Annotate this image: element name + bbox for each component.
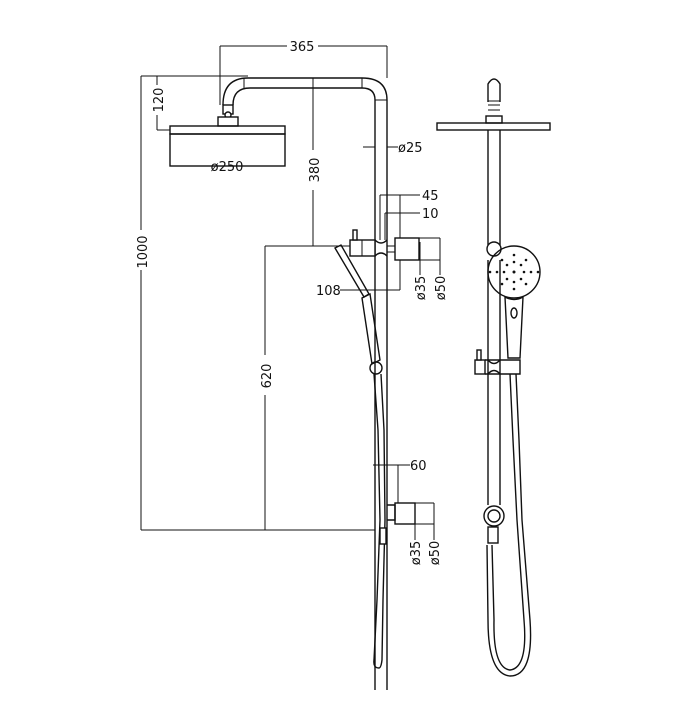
label-365: 365 <box>290 40 315 55</box>
label-1000: 1000 <box>136 235 151 268</box>
label-10: 10 <box>422 207 439 222</box>
label-upper-50: ø50 <box>434 276 449 301</box>
handshower-front <box>487 245 541 359</box>
wall-outlet-front <box>483 505 505 544</box>
rail-front <box>487 130 501 505</box>
label-25: ø25 <box>398 141 423 156</box>
overhead-head-front <box>436 122 551 131</box>
hose-front <box>486 373 532 677</box>
dimension-upper-35-50: ø35 ø50 <box>414 237 449 301</box>
side-view: 365 1000 120 ø250 380 <box>136 40 449 690</box>
label-45: 45 <box>422 189 439 204</box>
holder-ring <box>486 241 502 257</box>
shower-arm <box>217 77 388 127</box>
dimension-250: ø250 <box>170 160 285 175</box>
dimension-108: 108 <box>316 260 401 299</box>
dimension-620: 620 <box>260 245 350 530</box>
label-250: ø250 <box>211 160 244 175</box>
label-60: 60 <box>410 459 427 474</box>
upper-slide-bracket <box>349 229 420 261</box>
label-120: 120 <box>152 88 167 113</box>
arm-end-front <box>485 78 503 124</box>
label-lower-35: ø35 <box>409 541 424 566</box>
dimension-365: 365 <box>219 40 388 105</box>
label-380: 380 <box>308 158 323 183</box>
label-108: 108 <box>316 284 341 299</box>
dimension-lower-35-50: ø35 ø50 <box>409 502 443 566</box>
slider-front <box>474 349 521 375</box>
hose-side <box>373 373 386 669</box>
dimension-25: ø25 <box>363 141 423 156</box>
dimension-120: 120 <box>152 76 170 131</box>
label-upper-35: ø35 <box>414 276 429 301</box>
label-lower-50: ø50 <box>428 541 443 566</box>
label-620: 620 <box>260 364 275 389</box>
dimension-1000: 1000 <box>136 75 375 531</box>
dimension-380: 380 <box>308 78 323 246</box>
front-view <box>436 78 551 677</box>
dimension-45-10: 45 10 <box>379 189 439 240</box>
spray-nozzles <box>488 253 540 291</box>
dimension-60: 60 <box>373 459 427 503</box>
